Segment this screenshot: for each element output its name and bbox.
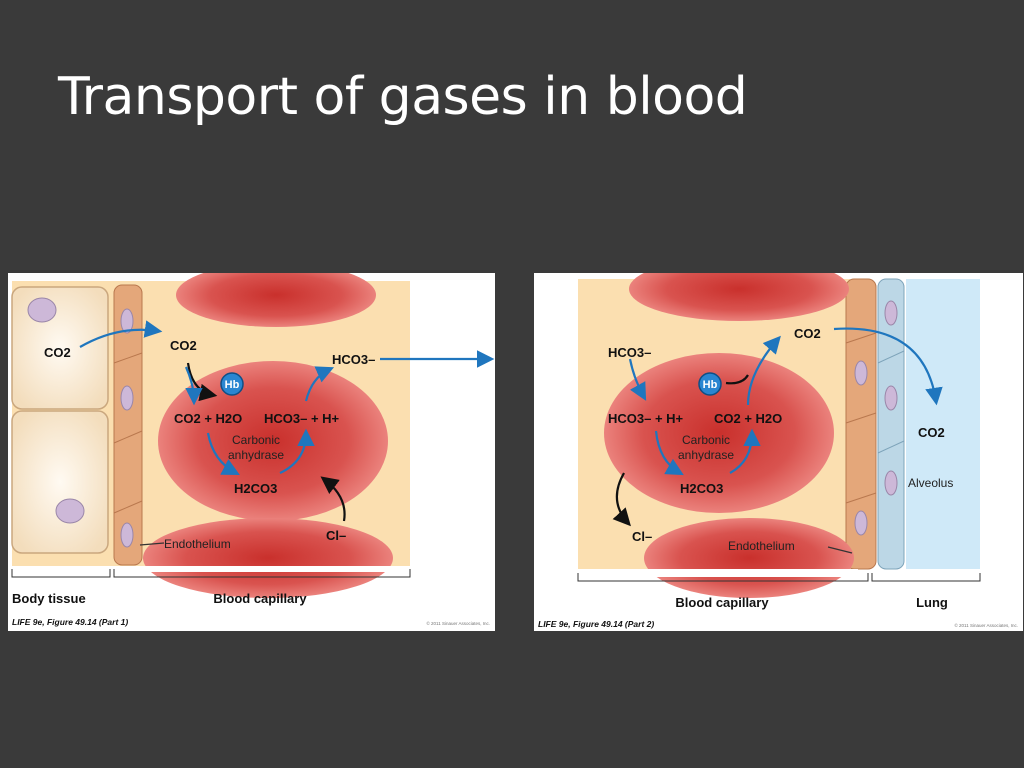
- endothelium-label: Endothelium: [728, 539, 795, 553]
- blood-capillary-label: Blood capillary: [675, 595, 769, 610]
- endothelium-leader-line: [827, 546, 853, 554]
- hb-binding-arrow: [186, 362, 218, 402]
- enzyme-line-1: Carbonic: [232, 433, 280, 447]
- endothelium-layer: [845, 278, 877, 570]
- carbonic-acid-label: H2CO3: [234, 481, 277, 496]
- blood-capillary-label: Blood capillary: [213, 591, 307, 606]
- copyright-notice: © 2011 Sinauer Associates, Inc.: [426, 620, 490, 626]
- chloride-exit-arrow: [612, 472, 631, 527]
- co2-alveolus-arrow: [833, 327, 943, 406]
- co2-alveolus-label: CO2: [918, 425, 945, 440]
- alveolar-epithelium: [877, 278, 905, 570]
- red-blood-cell-main: [604, 353, 834, 513]
- blood-capillary-bracket: [577, 573, 869, 582]
- endothelium-label: Endothelium: [164, 537, 231, 551]
- bicarbonate-in-label: HCO3–: [608, 345, 651, 360]
- alveolus-space: [906, 279, 980, 569]
- endothelium-leader-line: [139, 542, 165, 546]
- equation-left: HCO3– + H+: [608, 411, 684, 426]
- red-blood-cell-top: [176, 273, 376, 327]
- hb-release-arrow: [725, 374, 749, 385]
- slide-title: Transport of gases in blood: [58, 67, 748, 127]
- co2-out-label: CO2: [794, 326, 821, 341]
- lung-bracket: [871, 573, 981, 582]
- red-blood-cell-top: [629, 273, 849, 321]
- enzyme-line-2: anhydrase: [678, 448, 734, 462]
- red-blood-cell-bottom: [143, 518, 393, 598]
- co2-tissue-label: CO2: [44, 345, 71, 360]
- co2-entry-arrow: [184, 366, 203, 406]
- hemoglobin-icon: [220, 372, 244, 396]
- body-tissue-cells: [11, 286, 109, 554]
- enzyme-line-2: anhydrase: [228, 448, 284, 462]
- equation-right: HCO3– + H+: [264, 411, 340, 426]
- carbonic-acid-label: H2CO3: [680, 481, 723, 496]
- bicarbonate-entry-arrow: [628, 358, 647, 401]
- figure-caption: LIFE 9e, Figure 49.14 (Part 2): [538, 619, 654, 629]
- copyright-notice: © 2011 Sinauer Associates, Inc.: [954, 622, 1018, 628]
- chloride-shift-arrow: [320, 476, 346, 522]
- figure-part-2: Hb HCO3– CO2 CO2 HCO3– + H+ CO2 + H2O Ca…: [534, 273, 1023, 631]
- alveolus-label: Alveolus: [908, 476, 953, 490]
- body-tissue-label: Body tissue: [12, 591, 86, 606]
- bicarbonate-out-label: HCO3–: [332, 352, 375, 367]
- lung-label: Lung: [916, 595, 948, 610]
- dehydration-arrow: [729, 428, 761, 474]
- enzyme-line-1: Carbonic: [682, 433, 730, 447]
- blood-capillary-bracket: [113, 569, 411, 578]
- body-tissue-bracket: [11, 569, 111, 578]
- endothelium-layer: [113, 284, 143, 566]
- bicarbonate-exit-arrow: [304, 366, 335, 402]
- dissociation-arrow: [279, 428, 315, 474]
- co2-exit-arrow: [746, 335, 781, 406]
- equation-right: CO2 + H2O: [714, 411, 782, 426]
- hb-label: Hb: [225, 379, 240, 391]
- equation-left: CO2 + H2O: [174, 411, 242, 426]
- co2-cell-label: CO2: [170, 338, 197, 353]
- figure-caption: LIFE 9e, Figure 49.14 (Part 1): [12, 617, 128, 627]
- diagram-part-2: Hb HCO3– CO2 CO2 HCO3– + H+ CO2 + H2O Ca…: [538, 273, 1018, 629]
- figure-part-1: Hb CO2 CO2 CO2 + H2O HCO3– + H+ Carbonic…: [8, 273, 495, 631]
- association-arrow: [654, 430, 684, 476]
- hemoglobin-icon: [698, 372, 722, 396]
- hb-label: Hb: [703, 379, 718, 391]
- chloride-label: Cl–: [326, 528, 346, 543]
- diagram-part-1: Hb CO2 CO2 CO2 + H2O HCO3– + H+ Carbonic…: [11, 273, 495, 627]
- red-blood-cell-bottom: [644, 518, 854, 598]
- chloride-label: Cl–: [632, 529, 652, 544]
- co2-diffusion-arrow: [79, 320, 163, 348]
- hydration-arrow: [206, 432, 240, 476]
